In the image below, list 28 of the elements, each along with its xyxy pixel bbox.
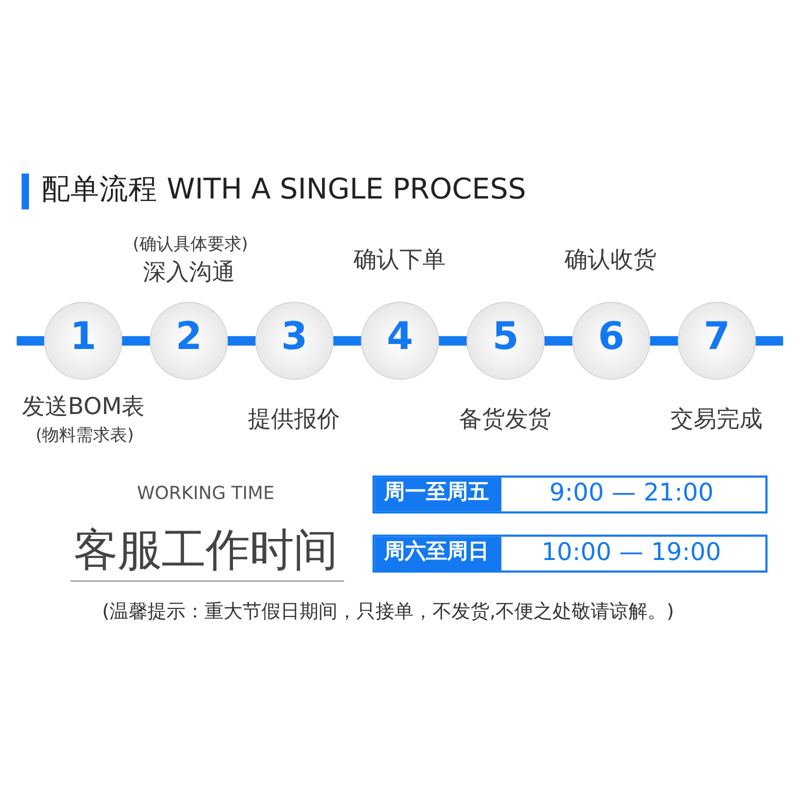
node-label: 提供报价 (248, 404, 340, 432)
node-circle: 7 (678, 301, 756, 380)
diagram-title: 配单流程 WITH A SINGLE PROCESS (42, 172, 526, 205)
connector (438, 336, 467, 346)
node-circle: 5 (466, 301, 545, 380)
connector (122, 336, 150, 346)
node-label: 确认下单 (354, 246, 446, 273)
node-label: (确认具体要求) (132, 232, 248, 253)
node-circle: 4 (360, 301, 440, 380)
node-circle: 6 (572, 301, 650, 380)
label: WORKING TIME (137, 482, 274, 504)
label: 客服工作时间 (74, 524, 338, 576)
node-label: 交易完成 (670, 404, 762, 432)
node-circle: 2 (150, 301, 228, 380)
node-label: 备货发货 (459, 404, 552, 432)
connector (228, 336, 256, 346)
connector (544, 336, 573, 346)
node-label: 确认收货 (564, 246, 657, 273)
node-circle: 1 (44, 301, 122, 380)
node-label: 发送BOM表 (22, 392, 145, 420)
connector (16, 336, 44, 346)
node-label: 深入沟通 (142, 258, 235, 286)
connector (755, 336, 784, 346)
connector (650, 336, 678, 346)
node-label: (物料需求表) (36, 424, 134, 444)
label: (温馨提示：重大节假日期间，只接单，不发货,不便之处敬请谅解。) (102, 600, 674, 622)
connector (333, 336, 362, 346)
node-circle: 3 (255, 301, 334, 380)
